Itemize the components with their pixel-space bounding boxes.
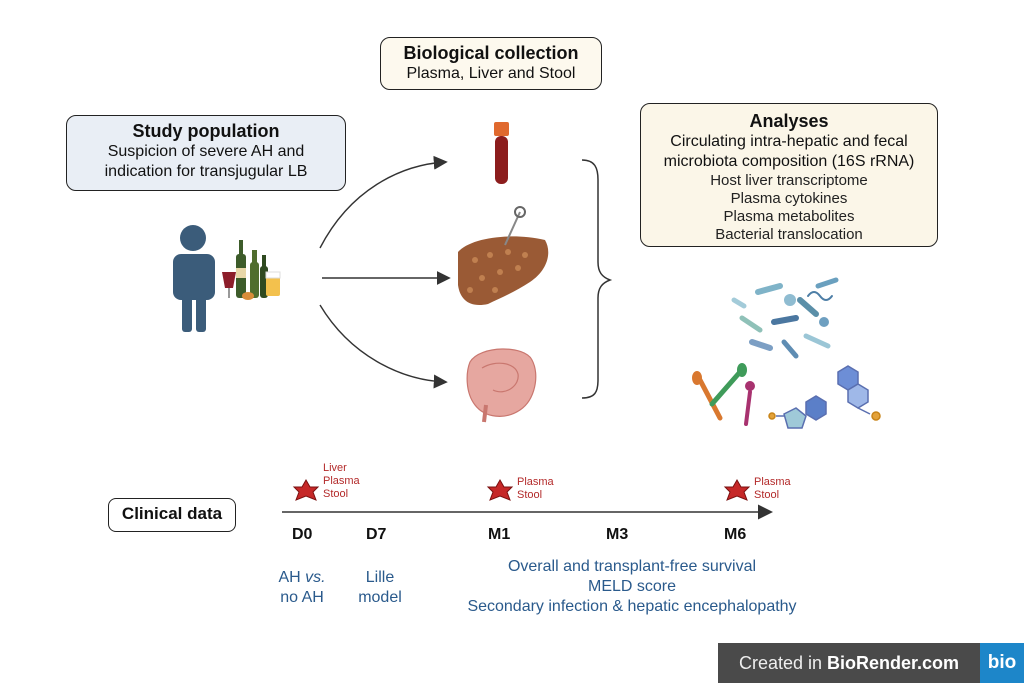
sample-star-m6 [723,478,751,501]
sample-star-m1 [486,478,514,501]
sample-star-d0 [292,478,320,501]
d7-outcome-note: Lille model [348,568,412,608]
timepoint-m3: M3 [606,526,629,543]
outcome-item: Overall and transplant-free survival [507,558,757,575]
d0-note-post: no AH [280,589,324,606]
collection-arrows [319,155,451,389]
analyses-item: Host liver transcriptome [710,172,868,189]
biological-collection-title: Biological collection [403,43,579,63]
clinical-data-box: Clinical data [108,498,236,532]
analyses-item: Plasma cytokines [730,190,848,207]
sample-label: Plasma [754,476,791,488]
sample-label: Stool [754,489,780,501]
d0-note-pre: AH [278,569,306,586]
study-population-line-2: indication for transjugular LB [104,163,308,180]
analyses-title: Analyses [749,111,829,131]
analyses-line-2: microbiota composition (16S rRNA) [663,153,915,170]
study-population-line-1: Suspicion of severe AH and [107,143,305,160]
alcohol-bottles-icon [222,240,281,300]
analyses-box: Analyses Circulating intra-hepatic and f… [640,103,938,247]
analyses-item: Plasma metabolites [723,208,855,225]
timepoint-d0: D0 [292,526,313,543]
sample-label: Stool [323,488,349,500]
d0-note-vs: vs. [305,569,326,586]
sample-label: Plasma [323,475,360,487]
m1-sample-list: Plasma Stool [517,476,554,502]
analysis-brace [581,159,613,399]
credit-brand: BioRender.com [827,653,960,673]
study-population-box: Study population Suspicion of severe AH … [66,115,346,191]
sample-label: Stool [517,489,543,501]
sample-label: Liver [323,462,347,474]
biorender-logo[interactable]: bio [980,643,1024,683]
person-icon [173,225,215,332]
clinical-data-label: Clinical data [121,504,223,523]
follow-up-outcomes: Overall and transplant-free survival MEL… [432,557,832,617]
m6-sample-list: Plasma Stool [754,476,791,502]
study-population-title: Study population [132,121,280,141]
outcome-item: MELD score [587,578,677,595]
biological-collection-box: Biological collection Plasma, Liver and … [380,37,602,90]
d0-outcome-note: AH vs. no AH [262,568,342,608]
sample-label: Plasma [517,476,554,488]
metabolite-icon [768,365,881,429]
blood-tube-icon [494,122,509,184]
timepoint-m6: M6 [724,526,747,543]
d7-note-line: Lille [365,569,395,586]
cytokine-icon [692,363,755,426]
liver-biopsy-icon [458,206,549,306]
d7-note-line: model [358,589,402,606]
analyses-line-1: Circulating intra-hepatic and fecal [670,133,908,150]
biorender-credit[interactable]: Created in BioRender.com [718,643,980,683]
d0-sample-list: Liver Plasma Stool [323,462,360,501]
bacteria-icon [731,277,839,359]
credit-prefix: Created in [738,653,828,673]
outcome-item: Secondary infection & hepatic encephalop… [467,598,797,615]
intestine-icon [466,348,537,423]
biological-collection-subtitle: Plasma, Liver and Stool [406,65,576,82]
timepoint-m1: M1 [488,526,511,543]
timepoint-d7: D7 [366,526,387,543]
analyses-item: Bacterial translocation [715,226,863,243]
